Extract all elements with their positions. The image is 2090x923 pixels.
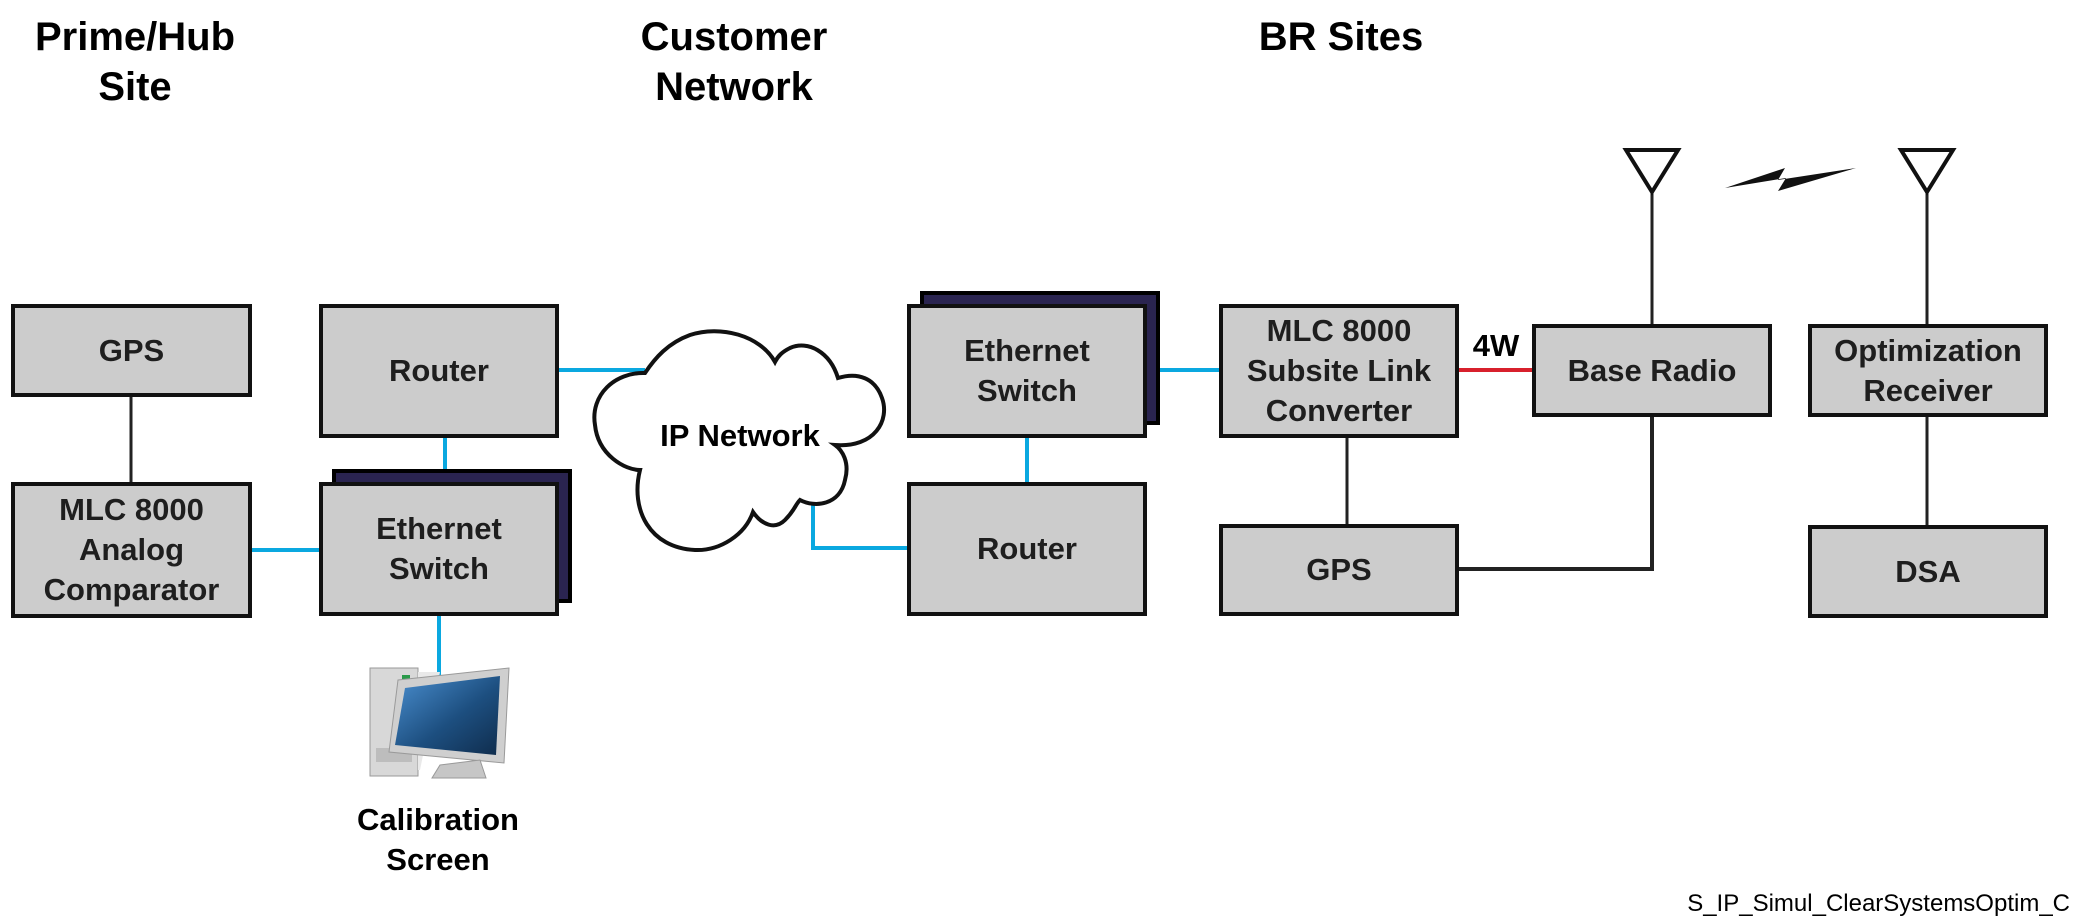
- heading-line: Network: [655, 65, 813, 109]
- box-label: Ethernet: [964, 333, 1090, 368]
- gps-hub-box[interactable]: GPS: [11, 304, 252, 397]
- box-label: MLC 8000: [1266, 313, 1412, 348]
- section-heading-customer-network: Customer Network: [604, 12, 864, 112]
- box-label: MLC 8000: [59, 492, 204, 527]
- box-label: Subsite Link: [1246, 353, 1432, 388]
- antenna-icon-opt-receiver: [1897, 148, 1957, 196]
- router-br-box[interactable]: Router: [907, 482, 1147, 616]
- section-heading-prime-hub: Prime/Hub Site: [15, 12, 255, 112]
- gps-br-box[interactable]: GPS: [1219, 524, 1459, 616]
- heading-line: Customer: [640, 15, 828, 59]
- box-label: GPS: [1306, 552, 1372, 587]
- heading-line: Site: [98, 65, 172, 109]
- box-label: Router: [977, 531, 1077, 566]
- ip-network-label: IP Network: [660, 418, 820, 453]
- heading-line: Prime/Hub: [34, 15, 236, 59]
- computer-monitor-icon: [369, 667, 510, 779]
- box-label: Base Radio: [1567, 352, 1737, 388]
- box-label: Switch: [389, 551, 489, 586]
- dsa-box[interactable]: DSA: [1808, 525, 2048, 618]
- four-wire-link-label: 4W: [1472, 328, 1520, 363]
- section-heading-br-sites: BR Sites: [1221, 12, 1461, 62]
- mlc-subsite-link-converter-box[interactable]: MLC 8000 Subsite Link Converter: [1219, 304, 1459, 438]
- base-radio-box[interactable]: Base Radio: [1532, 324, 1772, 417]
- optimization-receiver-box[interactable]: Optimization Receiver: [1808, 324, 2048, 417]
- box-label: GPS: [98, 332, 165, 368]
- router-hub-box[interactable]: Router: [319, 304, 559, 438]
- label-line: Screen: [386, 842, 490, 877]
- calibration-screen-label: Calibration Screen: [318, 800, 558, 880]
- link-ip-network-to-router-br: [811, 505, 907, 550]
- mlc-analog-comparator-box[interactable]: MLC 8000 Analog Comparator: [11, 482, 252, 618]
- box-label: Analog: [78, 532, 185, 567]
- ip-network-cloud-icon: [592, 329, 887, 553]
- heading-line: BR Sites: [1258, 15, 1424, 59]
- diagram-id-footer: S_IP_Simul_ClearSystemsOptim_C: [1687, 890, 2070, 917]
- box-label: Switch: [977, 373, 1077, 408]
- ethernet-switch-br-box[interactable]: Ethernet Switch: [907, 304, 1147, 438]
- box-label: DSA: [1895, 553, 1961, 589]
- antenna-icon-base-radio: [1622, 148, 1682, 196]
- box-label: Optimization: [1834, 332, 2022, 368]
- box-label: Converter: [1265, 393, 1413, 428]
- box-label: Router: [389, 353, 489, 388]
- label-line: Calibration: [357, 802, 519, 837]
- box-label: Comparator: [43, 572, 220, 607]
- ethernet-switch-hub-box[interactable]: Ethernet Switch: [319, 482, 559, 616]
- box-label: Receiver: [1863, 372, 1993, 408]
- link-gps-br-to-base-radio: [1459, 417, 1654, 571]
- rf-lightning-icon: [1725, 168, 1856, 191]
- box-label: Ethernet: [376, 511, 502, 546]
